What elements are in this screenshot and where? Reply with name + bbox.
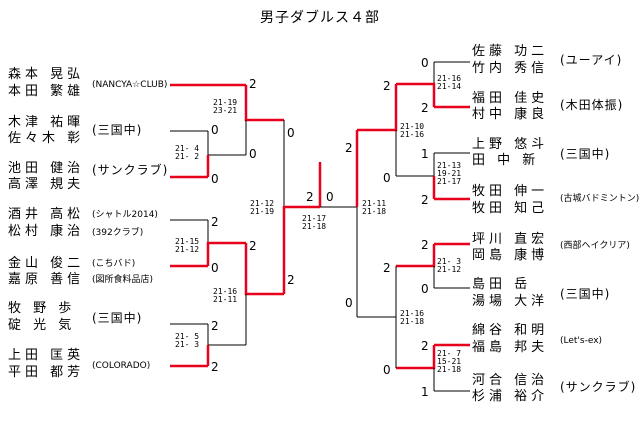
right-entry-6-club: (三国中) bbox=[560, 287, 611, 301]
left-entry-3-club: (サンクラブ) bbox=[92, 163, 169, 177]
score-final: 21-17 21-18 bbox=[302, 214, 327, 231]
right-entry-5-p1: 坪川 直宏 bbox=[472, 232, 549, 247]
right-entry-7-p2: 福島 邦夫 bbox=[472, 340, 549, 355]
right-entry-3-p2: 田 中 新 bbox=[472, 153, 540, 168]
left-entry-1-p1: 森本 晃弘 bbox=[8, 67, 85, 82]
count-r-r2-b: 0 bbox=[383, 171, 391, 185]
count-r-r2-d: 0 bbox=[383, 363, 391, 377]
left-entry-2-p2: 佐々木 彰 bbox=[8, 131, 85, 146]
count-r-r3-top: 2 bbox=[345, 141, 353, 155]
count-l5: 0 bbox=[211, 261, 219, 275]
score-l-r2-b: 21-16 21-11 bbox=[213, 287, 238, 304]
left-bracket bbox=[170, 83, 357, 368]
count-r6: 0 bbox=[421, 282, 429, 296]
count-r7: 2 bbox=[421, 339, 429, 353]
right-entry-2-p1: 福田 佳史 bbox=[472, 91, 549, 106]
right-entry-1-p2: 竹内 秀信 bbox=[472, 61, 549, 76]
right-entry-7-club: (Let's-ex) bbox=[560, 336, 603, 346]
count-r2: 2 bbox=[421, 101, 429, 115]
count-r-r3-bot: 0 bbox=[345, 296, 353, 310]
left-entry-5-club: (こちバド) bbox=[92, 259, 136, 269]
count-r-r2-a: 2 bbox=[383, 79, 391, 93]
left-entry-6-p2: 碇 光 気 bbox=[8, 318, 76, 333]
score-l-r1-c: 21-15 21-12 bbox=[175, 237, 200, 254]
right-entry-4-p2: 牧田 知己 bbox=[472, 201, 549, 216]
conn-l-r3-win bbox=[282, 205, 320, 294]
conn-r-a-win bbox=[396, 82, 436, 107]
count-final-right: 0 bbox=[326, 190, 334, 204]
left-entry-3-p2: 高澤 規夫 bbox=[8, 177, 85, 192]
score-r-r2-a: 21-10 21-16 bbox=[400, 122, 425, 139]
count-r4: 2 bbox=[421, 193, 429, 207]
conn-l-c-win bbox=[206, 241, 246, 266]
count-l9: 2 bbox=[249, 239, 257, 253]
score-l-r1-b: 21- 4 21- 2 bbox=[175, 144, 200, 161]
right-entry-6-p2: 湯場 大洋 bbox=[472, 294, 549, 309]
count-l2: 0 bbox=[211, 123, 219, 137]
score-l-r1-d: 21- 5 21- 3 bbox=[175, 332, 200, 349]
left-entry-5-p2: 嘉原 善信 bbox=[8, 272, 85, 287]
left-entry-4-p2: 松村 康治 bbox=[8, 224, 85, 239]
left-entry-2-p1: 木津 祐暉 bbox=[8, 115, 85, 130]
left-entry-2-club: (三国中) bbox=[92, 123, 143, 137]
count-l-r2-bot: 2 bbox=[287, 273, 295, 287]
count-l7: 2 bbox=[211, 360, 219, 374]
right-entry-8-p1: 河合 信治 bbox=[472, 373, 549, 388]
right-entry-7-p1: 綿谷 和明 bbox=[472, 323, 549, 338]
right-entry-1-club: (ユーアイ) bbox=[560, 53, 623, 67]
count-final-left: 2 bbox=[306, 190, 314, 204]
score-r-r1-d: 21- 7 15-21 21-18 bbox=[437, 349, 462, 374]
count-r1: 0 bbox=[421, 56, 429, 70]
score-r-r3: 21-11 21-18 bbox=[362, 199, 387, 216]
right-bracket bbox=[355, 61, 470, 392]
right-entry-3-club: (三国中) bbox=[560, 147, 611, 161]
count-l3: 0 bbox=[211, 172, 219, 186]
score-r-r1-c: 21- 3 21-12 bbox=[437, 257, 462, 274]
right-entry-5-club: (西部ヘイクリア) bbox=[560, 241, 630, 251]
count-r-r2-c: 2 bbox=[383, 261, 391, 275]
left-entry-6-p1: 牧 野 歩 bbox=[8, 301, 76, 316]
score-r-r1-b: 21-13 19-21 21-17 bbox=[437, 161, 462, 186]
right-entry-8-club: (サンクラブ) bbox=[560, 380, 637, 394]
score-l-r2-a: 21-12 21-19 bbox=[250, 199, 275, 216]
count-r3: 1 bbox=[421, 147, 429, 161]
left-entry-5-p1: 金山 俊二 bbox=[8, 256, 85, 271]
right-entry-2-p2: 村中 康良 bbox=[472, 107, 549, 122]
right-entry-4-p1: 牧田 伸一 bbox=[472, 184, 549, 199]
score-r-r2-b: 21-16 21-18 bbox=[400, 309, 425, 326]
right-entry-2-club: (木田体振) bbox=[560, 98, 624, 112]
score-l-r1-a: 21-19 23-21 bbox=[213, 98, 238, 115]
left-entry-7-p1: 上田 匡英 bbox=[8, 348, 85, 363]
count-l6: 2 bbox=[211, 319, 219, 333]
right-entry-6-p1: 島田 岳 bbox=[472, 277, 532, 292]
left-entry-7-club: (COLORADO) bbox=[92, 361, 151, 371]
left-entry-6-club: (三国中) bbox=[92, 311, 143, 325]
score-r-r1-a: 21-16 21-14 bbox=[437, 74, 462, 91]
right-entry-3-p1: 上野 悠斗 bbox=[472, 137, 549, 152]
right-entry-4-club: (古城バドミントン) bbox=[560, 194, 640, 204]
page-title: 男子ダブルス４部 bbox=[260, 10, 380, 26]
left-entry-5-club2: (図所食料品店) bbox=[92, 275, 154, 285]
count-l1: 2 bbox=[249, 77, 257, 91]
left-entry-4-club2: (392クラブ) bbox=[92, 228, 144, 238]
count-r5: 2 bbox=[421, 238, 429, 252]
left-entry-4-p1: 酒井 高松 bbox=[8, 207, 85, 222]
left-entry-1-p2: 本田 繁雄 bbox=[8, 84, 85, 99]
left-entry-7-p2: 平田 都芳 bbox=[8, 365, 85, 380]
count-l-r2-top: 0 bbox=[287, 126, 295, 140]
count-l4: 2 bbox=[211, 215, 219, 229]
count-l8: 0 bbox=[249, 147, 257, 161]
right-entry-1-p1: 佐藤 功二 bbox=[472, 44, 549, 59]
count-r8: 1 bbox=[421, 385, 429, 399]
left-entry-3-p1: 池田 健治 bbox=[8, 161, 85, 176]
right-entry-5-p2: 岡島 康博 bbox=[472, 248, 549, 263]
left-entry-4-club: (シャトル2014) bbox=[92, 210, 158, 220]
right-entry-8-p2: 杉浦 裕介 bbox=[472, 389, 549, 404]
left-entry-1-club: (NANCYA☆CLUB) bbox=[92, 80, 168, 90]
